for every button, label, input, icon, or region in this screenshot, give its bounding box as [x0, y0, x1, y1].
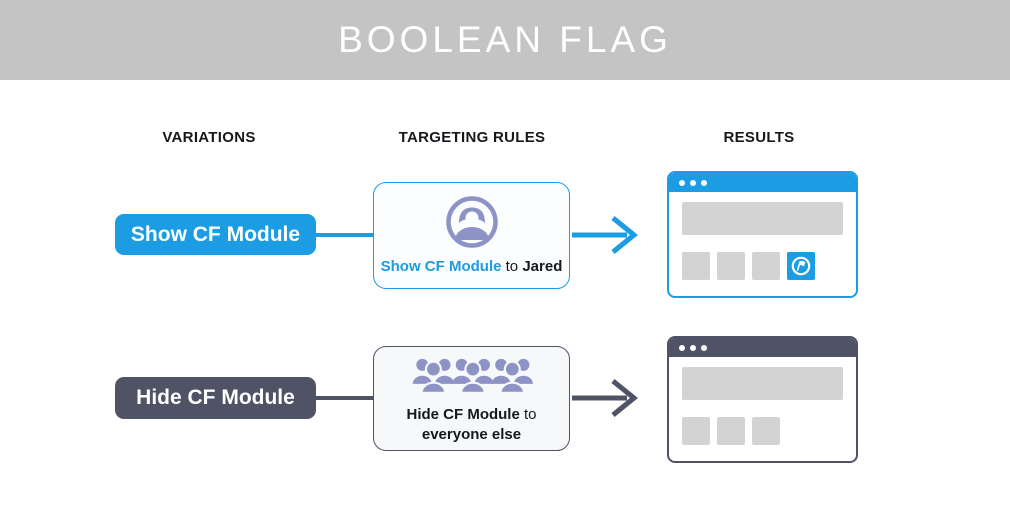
- rule-flag-label: Show CF Module: [380, 257, 502, 275]
- rule-audience: Jared: [522, 257, 563, 275]
- targeting-rule-card-show: Show CF Module to Jared: [373, 182, 570, 289]
- content-placeholder-tile: [682, 252, 710, 280]
- browser-title-bar: [669, 338, 856, 357]
- column-header-results: RESULTS: [723, 129, 795, 146]
- rule-text: Hide CF Module to everyone else: [406, 405, 536, 446]
- column-header-variations: VARIATIONS: [162, 129, 256, 146]
- connector-line: [314, 233, 374, 237]
- variation-pill-hide-cf-module: Hide CF Module: [115, 377, 316, 419]
- column-header-targeting-rules: TARGETING RULES: [398, 129, 546, 146]
- browser-title-bar: [669, 173, 856, 192]
- window-dot: [679, 179, 685, 186]
- single-user-avatar-icon: [444, 194, 500, 250]
- content-placeholder-tile: [717, 252, 745, 280]
- cf-module-tile: [787, 252, 815, 280]
- content-tiles-row: [682, 252, 843, 280]
- window-dot: [690, 344, 696, 351]
- arrow-right-icon: [572, 216, 638, 254]
- content-placeholder-banner: [682, 367, 843, 400]
- rule-connector-text: to: [505, 257, 523, 275]
- content-tiles-row: [682, 417, 843, 445]
- rule-flag-label: Hide CF Module: [406, 405, 520, 423]
- content-placeholder-tile: [752, 417, 780, 445]
- window-dot: [701, 344, 707, 351]
- window-dot: [690, 179, 696, 186]
- rule-audience: everyone else: [421, 426, 522, 443]
- header-banner: BOOLEAN FLAG: [0, 0, 1010, 80]
- window-dot: [701, 179, 707, 186]
- window-dot: [679, 344, 685, 351]
- targeting-rule-card-hide: Hide CF Module to everyone else: [373, 346, 570, 451]
- browser-body: [669, 192, 856, 280]
- diagram-title: BOOLEAN FLAG: [338, 19, 672, 60]
- variation-pill-show-cf-module: Show CF Module: [115, 214, 316, 255]
- crowd-icon: [406, 352, 538, 400]
- browser-body: [669, 357, 856, 445]
- flag-in-circle-icon: [791, 256, 811, 276]
- content-placeholder-banner: [682, 202, 843, 235]
- content-placeholder-tile: [682, 417, 710, 445]
- connector-line: [314, 396, 374, 400]
- rule-text: Show CF Module to Jared: [381, 257, 563, 277]
- rule-connector-text: to: [523, 405, 537, 423]
- arrow-right-icon: [572, 379, 638, 417]
- content-placeholder-tile: [717, 417, 745, 445]
- result-browser-module-hidden: [667, 336, 858, 463]
- result-browser-module-shown: [667, 171, 858, 298]
- content-placeholder-tile: [752, 252, 780, 280]
